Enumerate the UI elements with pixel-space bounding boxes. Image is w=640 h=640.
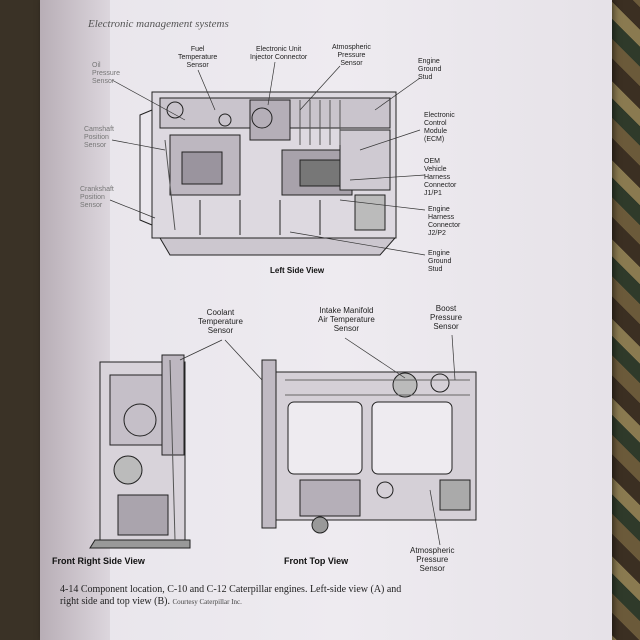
caption-front-right-side-view: Front Right Side View	[52, 556, 145, 566]
figure-caption-line-2-text: right side and top view (B).	[60, 596, 170, 607]
caption-front-top-view: Front Top View	[284, 556, 349, 566]
label-engine-harness-connector: Engine Harness Connector J2/P2	[428, 206, 461, 237]
label-engine-ground-stud-top: Engine Ground Stud	[418, 58, 442, 81]
label-oem-vehicle-harness-connector: OEM Vehicle Harness Connector J1/P1	[424, 158, 457, 197]
front-top-view-engine	[261, 359, 477, 534]
figure-caption-line-2: right side and top view (B). Courtesy Ca…	[60, 596, 500, 608]
figure-credit: Courtesy Caterpillar Inc.	[172, 598, 242, 606]
figure-caption-line-1: 4-14 Component location, C-10 and C-12 C…	[60, 584, 402, 595]
label-left-sensor-3: Crankshaft Position Sensor	[80, 186, 114, 209]
figure-caption: 4-14 Component location, C-10 and C-12 C…	[60, 584, 500, 608]
label-boost-pressure-sensor: Boost Pressure Sensor	[430, 304, 463, 331]
label-coolant-temperature-sensor: Coolant Temperature Sensor	[198, 308, 243, 335]
label-atmospheric-pressure-sensor-bottom: Atmospheric Pressure Sensor	[410, 546, 455, 573]
label-fuel-temperature-sensor: Fuel Temperature Sensor	[178, 46, 218, 69]
caption-left-side-view: Left Side View	[270, 266, 325, 275]
page-gutter-shadow	[40, 0, 110, 640]
front-right-side-view-engine	[89, 354, 191, 549]
page-header: Electronic management systems	[88, 18, 229, 30]
left-side-view-engine	[139, 91, 397, 256]
label-electronic-unit-injector-connector: Electronic Unit Injector Connector	[250, 46, 308, 61]
label-intake-manifold-air-temperature-sensor: Intake Manifold Air Temperature Sensor	[318, 306, 375, 333]
label-atmospheric-pressure-sensor-top: Atmospheric Pressure Sensor	[332, 44, 371, 67]
label-ecm: Electronic Control Module (ECM)	[424, 112, 455, 143]
label-left-sensor-2: Camshaft Position Sensor	[84, 126, 114, 149]
label-left-sensor-1: Oil Pressure Sensor	[92, 62, 121, 85]
label-engine-ground-stud-bottom: Engine Ground Stud	[428, 250, 452, 273]
